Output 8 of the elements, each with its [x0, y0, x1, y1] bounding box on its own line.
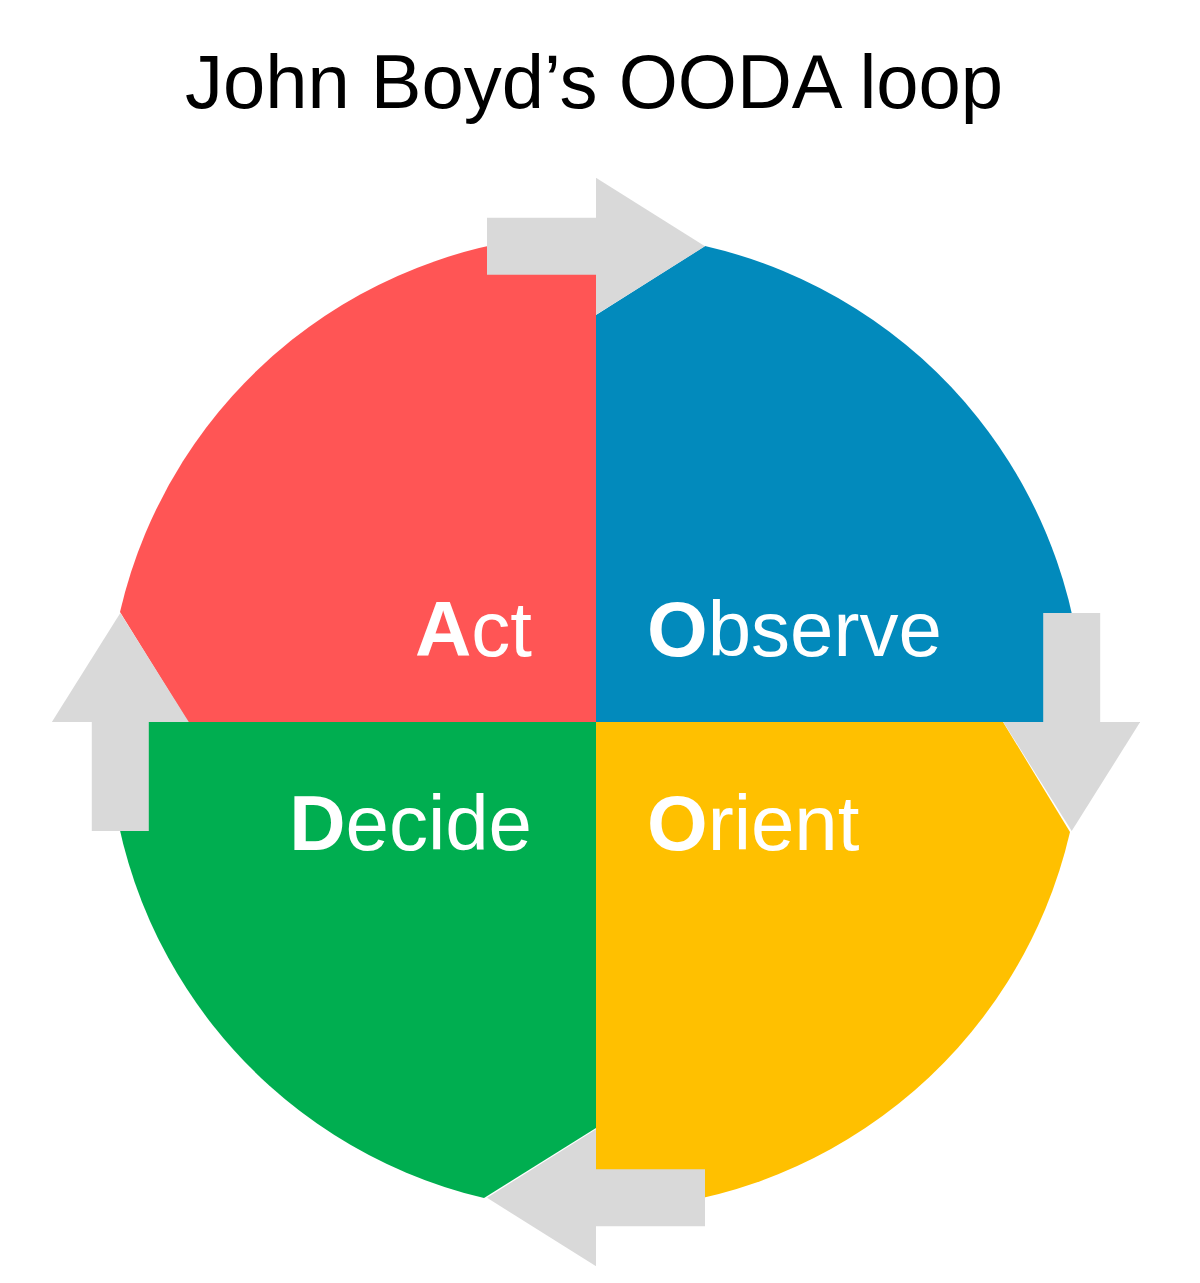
arrow: [51, 613, 189, 831]
arrow: [1003, 613, 1141, 831]
stage-label: Observe: [647, 589, 942, 668]
arrow: [487, 1129, 705, 1267]
stage-label: Act: [415, 589, 532, 668]
stage-label: Decide: [289, 783, 532, 862]
stage-label: Orient: [647, 783, 860, 862]
arrow: [487, 177, 705, 315]
